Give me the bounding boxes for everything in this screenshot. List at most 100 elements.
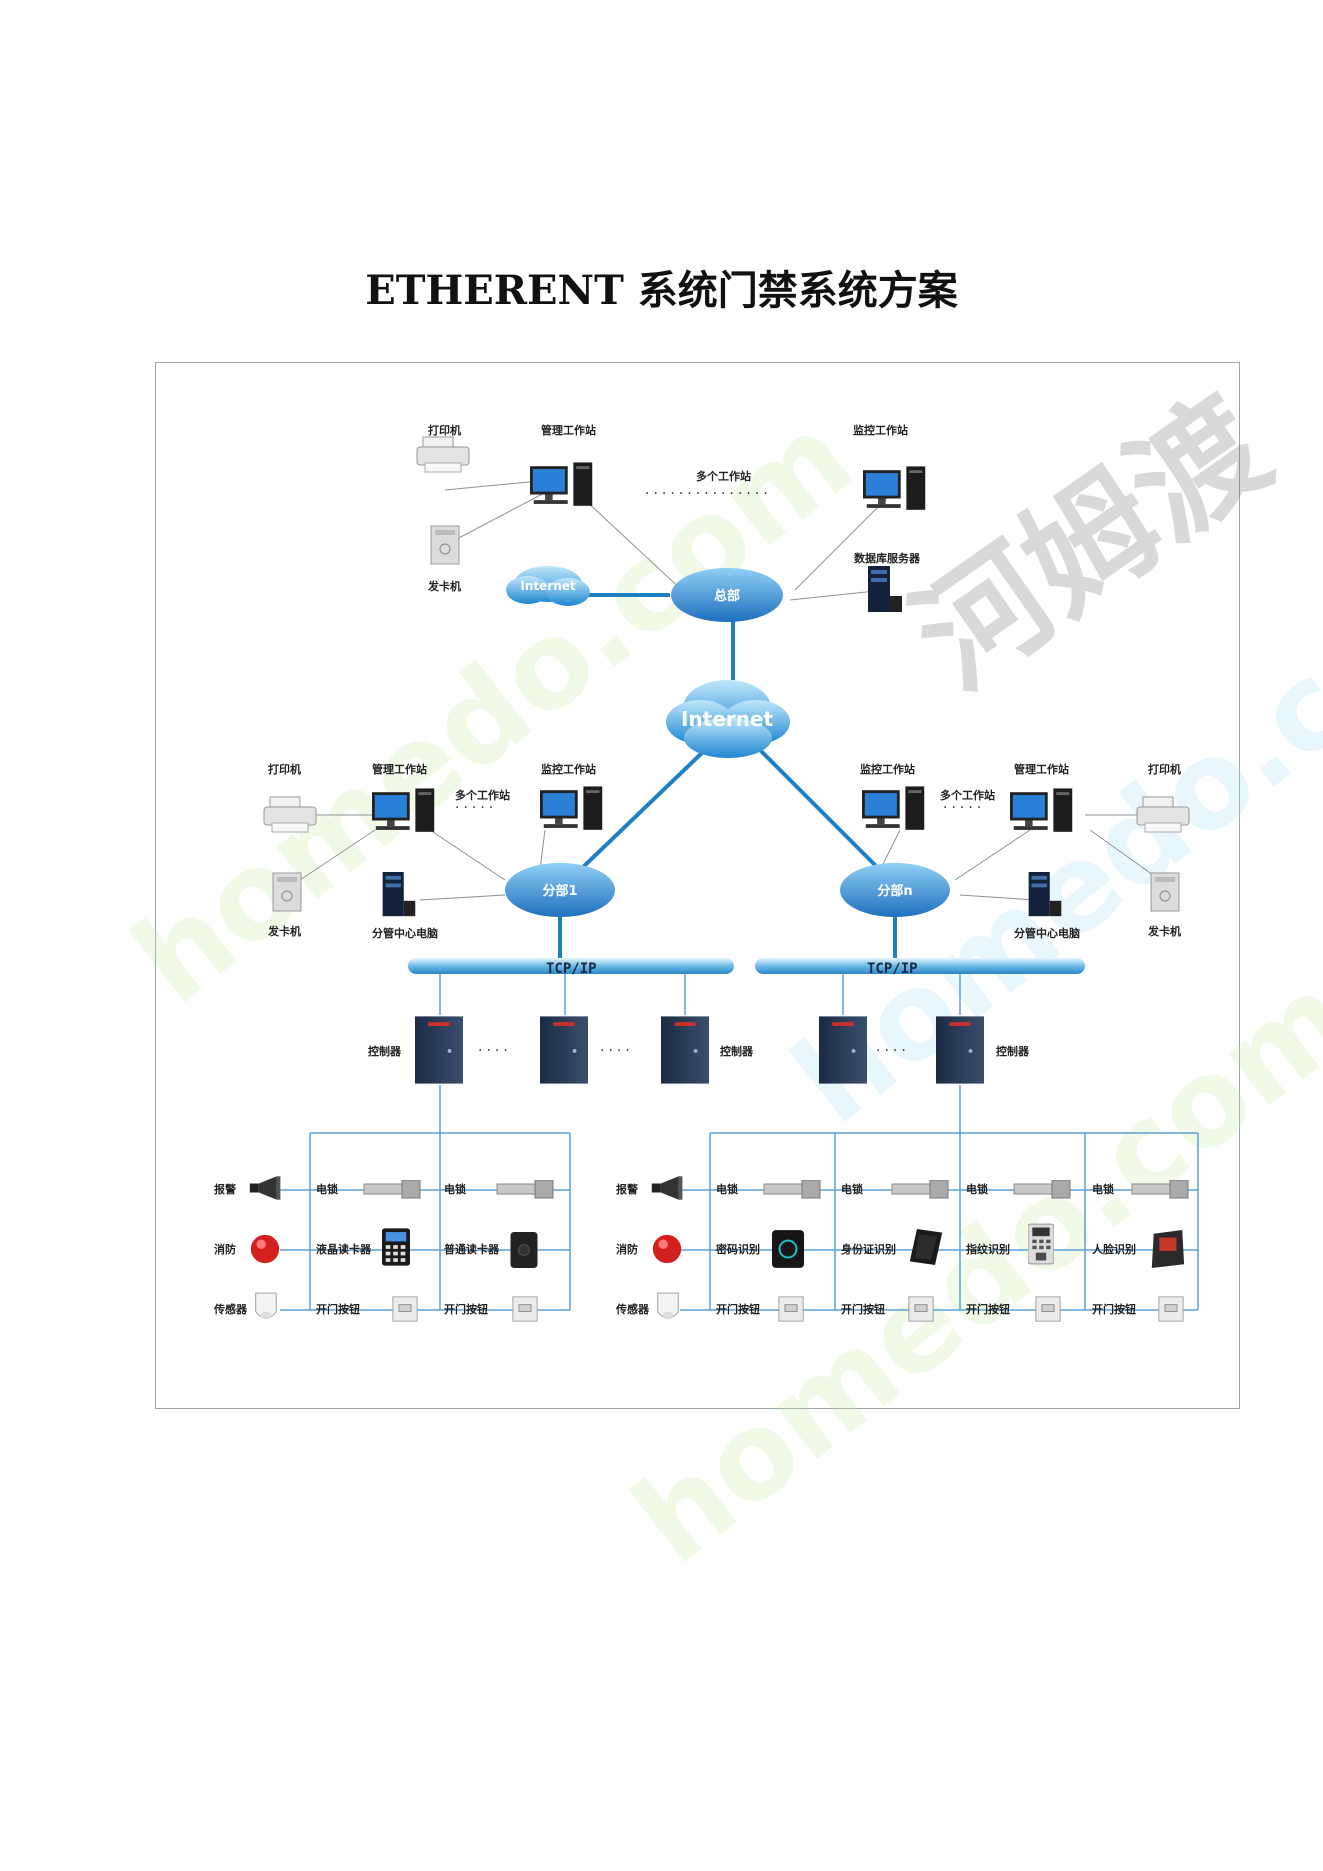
- branch1-links: [299, 814, 546, 901]
- branch1-controller-right-label: 控制器: [720, 1044, 754, 1058]
- hq-multi-ws-dots: ···············: [645, 486, 772, 502]
- branchn-pin-label: 密码识别: [716, 1242, 760, 1256]
- hq-monitor-ws-icon: [863, 466, 926, 510]
- branchn-id-card-label: 身份证识别: [841, 1242, 896, 1256]
- branch1-reader-icon: [510, 1232, 538, 1268]
- branchn-ctrl-dots: ····: [876, 1043, 910, 1059]
- branch1-tcpip-bus: [408, 958, 734, 974]
- branchn-monitor-ws-icon: [862, 786, 925, 830]
- branchn-fire-icon: [652, 1234, 682, 1264]
- branch1-monitor-ws-label: 监控工作站: [541, 762, 596, 776]
- branchn-hub: 分部n: [840, 863, 950, 917]
- branchn-lock2-label: 电锁: [841, 1182, 863, 1196]
- branchn-card-issuer-label: 发卡机: [1147, 924, 1181, 938]
- branchn-lock3-label: 电锁: [966, 1182, 988, 1196]
- branchn-controller-label: 控制器: [996, 1044, 1030, 1058]
- branch1-lcd-reader-label: 液晶读卡器: [316, 1242, 372, 1256]
- branch1-exit-btn2-label: 开门按钮: [444, 1302, 488, 1316]
- branchn-controller-1-icon: [819, 1016, 867, 1084]
- branch1-sensor-icon: [255, 1292, 277, 1320]
- hq-printer-label: 打印机: [428, 423, 461, 437]
- branch1-fire-label: 消防: [214, 1242, 236, 1256]
- branchn-card-issuer-icon: [1150, 872, 1180, 912]
- page-title: ETHERENT 系统门禁系统方案: [365, 267, 958, 314]
- core-branchn-link: [758, 748, 882, 872]
- hq-cloud-label: Internet: [520, 579, 575, 593]
- core-internet-cloud: Internet: [666, 680, 790, 758]
- hq-monitor-ws-label: 监控工作站: [853, 423, 908, 437]
- branch1-pc-label: 分管中心电脑: [372, 926, 438, 940]
- branch1-lock1-icon: [363, 1180, 421, 1199]
- branchn-lock4-icon: [1131, 1180, 1189, 1199]
- core-branch1-link: [578, 748, 707, 872]
- hq-db-server-label: 数据库服务器: [854, 551, 921, 565]
- branchn-multi-ws-dots: ·····: [943, 800, 985, 816]
- hq-mgmt-ws-icon: [530, 462, 593, 506]
- branchn-controller-2-icon: [936, 1016, 984, 1084]
- hq-mgmt-ws-label: 管理工作站: [541, 423, 596, 437]
- diagram-frame: [155, 362, 1240, 1409]
- branchn-id-card-icon: [909, 1229, 943, 1265]
- branchn-face-icon: [1151, 1230, 1185, 1268]
- branchn-bus-label: TCP/IP: [867, 961, 918, 977]
- branchn-alarm-label: 报警: [616, 1182, 638, 1196]
- branch1-exit-btn2-icon: [512, 1296, 538, 1322]
- branch1-exit-btn1-icon: [392, 1296, 418, 1322]
- branchn-mgmt-ws-label: 管理工作站: [1014, 762, 1069, 776]
- branchn-tcpip-bus: [755, 958, 1085, 974]
- branchn-lock2-icon: [891, 1180, 949, 1199]
- branch1-ctrl-dots-1: ····: [478, 1043, 512, 1059]
- branchn-mgmt-ws-icon: [1010, 788, 1073, 832]
- branchn-fingerprint-label: 指纹识别: [966, 1242, 1010, 1256]
- branch1-controller-2-icon: [540, 1016, 588, 1084]
- hq-hub-label: 总部: [714, 588, 740, 604]
- branchn-exit-btn3-icon: [1035, 1296, 1061, 1322]
- branch1-reader-label: 普通读卡器: [444, 1242, 500, 1256]
- branch1-card-issuer-label: 发卡机: [267, 924, 301, 938]
- branchn-exit-btn2-icon: [908, 1296, 934, 1322]
- branchn-lock3-icon: [1013, 1180, 1071, 1199]
- branch1-mgmt-ws-label: 管理工作站: [372, 762, 427, 776]
- branchn-controller-drops: [842, 974, 961, 1015]
- branchn-sensor-icon: [657, 1292, 679, 1320]
- branchn-exit-btn4-label: 开门按钮: [1092, 1302, 1136, 1316]
- branchn-pc-icon: [1028, 872, 1062, 917]
- branch1-device-grid: [280, 1085, 571, 1311]
- branch1-lock2-icon: [496, 1180, 554, 1199]
- branchn-face-label: 人脸识别: [1092, 1242, 1136, 1256]
- branchn-pin-icon: [772, 1230, 804, 1268]
- branch1-lock1-label: 电锁: [316, 1182, 338, 1196]
- branch1-controller-left-label: 控制器: [368, 1044, 402, 1058]
- hq-multi-ws-label: 多个工作站: [696, 469, 751, 483]
- branch1-exit-btn1-label: 开门按钮: [316, 1302, 360, 1316]
- hq-hub: 总部: [671, 568, 783, 622]
- branch1-mgmt-ws-icon: [372, 788, 435, 832]
- branch1-pc-icon: [382, 872, 416, 917]
- hq-internet-cloud: Internet: [506, 566, 590, 606]
- branch1-card-issuer-icon: [272, 872, 302, 912]
- branch1-hub: 分部1: [505, 863, 615, 917]
- branchn-lock4-label: 电锁: [1092, 1182, 1114, 1196]
- branch1-multi-ws-label: 多个工作站: [455, 788, 510, 802]
- branch1-alarm-icon: [249, 1176, 281, 1200]
- hq-card-issuer-label: 发卡机: [427, 579, 461, 593]
- hq-card-issuer-icon: [430, 525, 460, 565]
- branch1-controller-drops: [439, 974, 686, 1015]
- branchn-multi-ws-label: 多个工作站: [940, 788, 995, 802]
- branchn-lock1-label: 电锁: [716, 1182, 738, 1196]
- branchn-printer-icon: [1136, 796, 1190, 833]
- branch1-alarm-label: 报警: [214, 1182, 236, 1196]
- branch1-printer-icon: [263, 796, 317, 833]
- branchn-hub-label: 分部n: [877, 883, 912, 899]
- branchn-printer-label: 打印机: [1148, 762, 1181, 776]
- branchn-monitor-ws-label: 监控工作站: [860, 762, 915, 776]
- branchn-exit-btn2-label: 开门按钮: [841, 1302, 885, 1316]
- branch1-hub-label: 分部1: [542, 883, 577, 899]
- branchn-pc-label: 分管中心电脑: [1014, 926, 1080, 940]
- branch1-printer-label: 打印机: [268, 762, 301, 776]
- core-cloud-label: Internet: [681, 707, 773, 731]
- branch1-monitor-ws-icon: [540, 786, 603, 830]
- branchn-sensor-label: 传感器: [615, 1302, 650, 1316]
- branch1-controller-3-icon: [661, 1016, 709, 1084]
